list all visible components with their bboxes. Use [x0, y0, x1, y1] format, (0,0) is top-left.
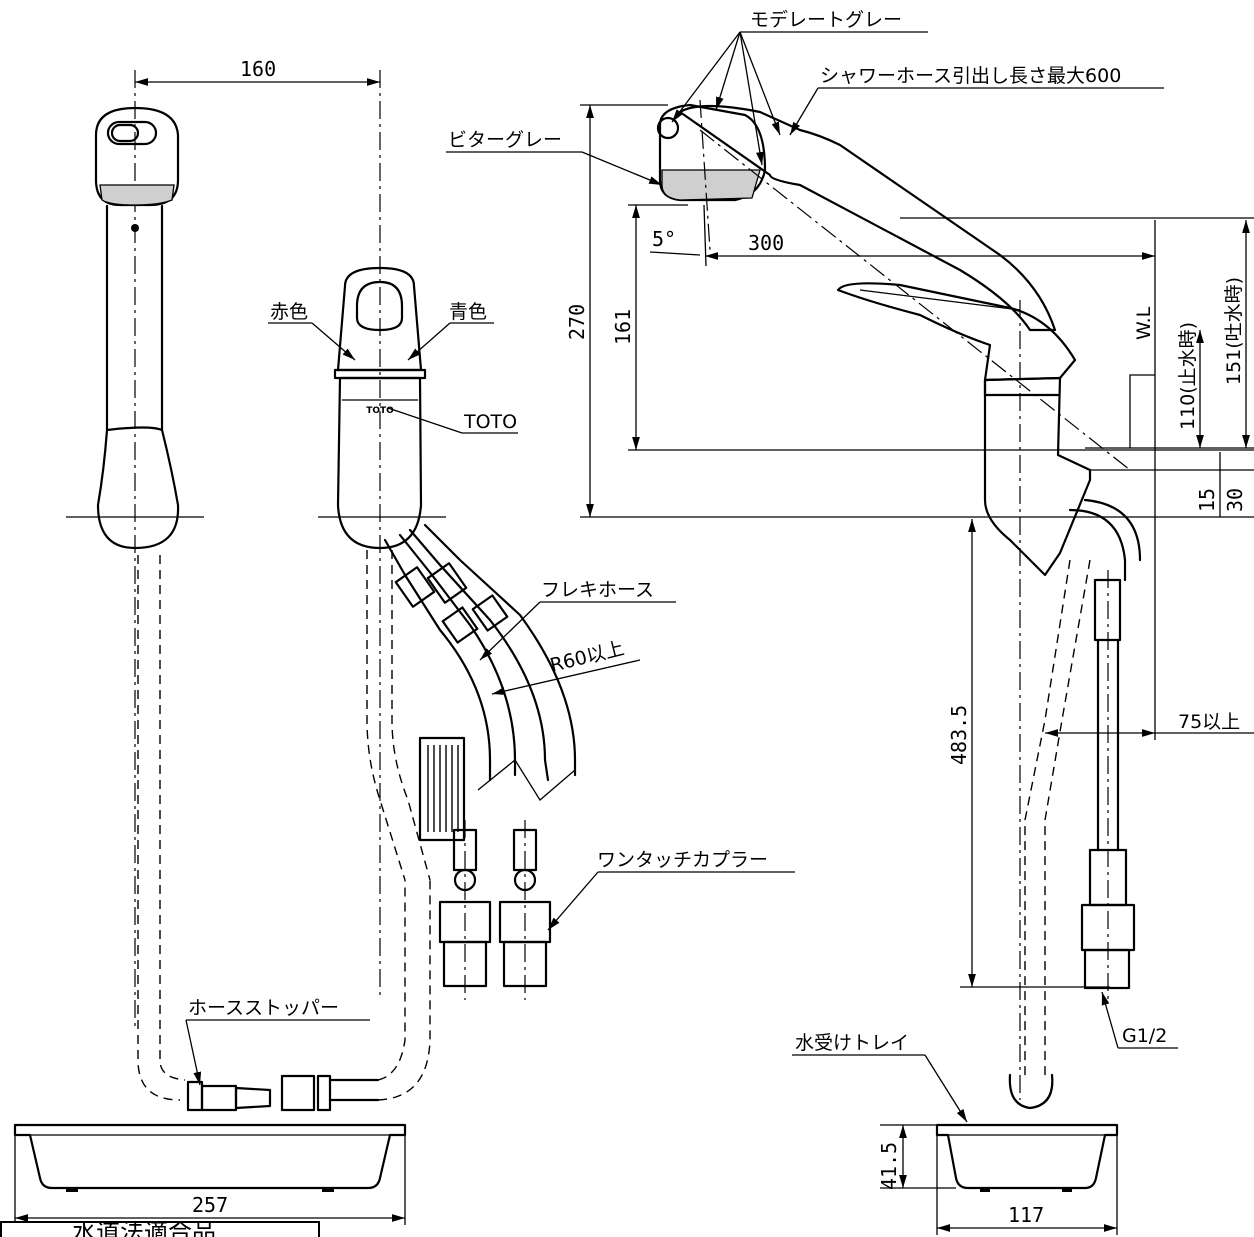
front-view: TOTO 赤色 青色 TOTO	[185, 70, 795, 1086]
label-toto: TOTO	[463, 411, 517, 433]
dim-75: 75以上	[1178, 711, 1240, 733]
label-110-stop: 110(止水時)	[1177, 322, 1199, 430]
label-shower-hose: シャワーホース引出し長さ最大600	[820, 65, 1121, 87]
label-flex-hose: フレキホース	[541, 579, 654, 601]
water-act-label: 水道法適合品	[72, 1221, 216, 1237]
side-view-right: 270 161 300 5° 110(止水時) 151(吐水時) W.L 15 …	[446, 9, 1254, 1110]
coupler-left	[438, 820, 492, 1000]
dim-483: 483.5	[947, 705, 971, 765]
dim-257: 257	[192, 1193, 228, 1217]
label-water-tray: 水受けトレイ	[795, 1032, 909, 1054]
label-wl: W.L	[1133, 306, 1155, 340]
dim-41: 41.5	[877, 1142, 901, 1190]
dim-30: 30	[1223, 488, 1247, 512]
coupler-right	[498, 820, 552, 1000]
tray-right: 41.5 117 水受けトレイ	[792, 1032, 1119, 1235]
label-hose-stopper: ホースストッパー	[188, 997, 339, 1019]
tray-left: 257	[13, 1123, 407, 1225]
label-151-spout: 151(吐水時)	[1223, 277, 1245, 385]
label-g12: G1/2	[1122, 1025, 1167, 1047]
label-bitter-gray: ビターグレー	[448, 129, 562, 151]
dim-161: 161	[611, 309, 635, 345]
side-view-left: 160	[66, 57, 431, 1112]
label-r60: R60以上	[548, 637, 626, 677]
label-coupler: ワンタッチカプラー	[597, 849, 768, 871]
svg-text:TOTO: TOTO	[366, 406, 394, 416]
dim-160: 160	[240, 57, 276, 81]
label-moderate-gray: モデレートグレー	[750, 9, 902, 31]
label-blue: 青色	[449, 301, 487, 323]
dim-300: 300	[748, 231, 784, 255]
label-red: 赤色	[270, 301, 308, 323]
dim-5deg: 5°	[652, 227, 676, 251]
dim-270: 270	[565, 304, 589, 340]
water-act-compliant-box: 水道法適合品	[0, 1221, 320, 1237]
dim-15: 15	[1195, 488, 1219, 512]
dim-117: 117	[1008, 1203, 1044, 1227]
